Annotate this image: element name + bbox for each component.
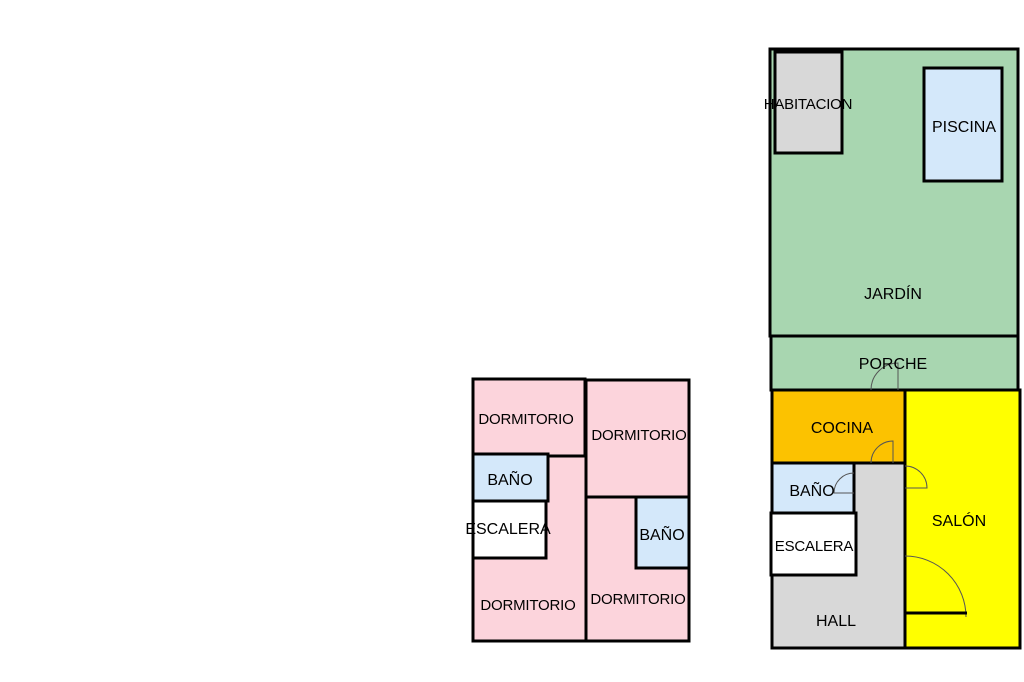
piscina-label: PISCINA <box>932 119 996 136</box>
salon[interactable] <box>903 388 1022 650</box>
cocina-door-icon <box>870 440 894 464</box>
bano-upper-right[interactable] <box>634 495 691 570</box>
escalera-ground[interactable] <box>769 511 858 577</box>
salon-door-icon <box>904 555 967 618</box>
bano-ground-label: BAÑO <box>789 480 834 500</box>
dormitorio-bottom-left-label: DORMITORIO <box>480 597 575 614</box>
dormitorio-bottom-right-label: DORMITORIO <box>590 591 685 608</box>
dormitorio-top-right-label: DORMITORIO <box>591 427 686 444</box>
salon-door-top-icon <box>904 465 928 489</box>
jardin-label: JARDÍN <box>864 284 922 303</box>
hall-label: HALL <box>816 613 856 630</box>
dormitorio-top-left-label: DORMITORIO <box>478 411 573 428</box>
escalera-ground-label: ESCALERA <box>775 538 854 555</box>
porche-door-icon <box>870 362 899 391</box>
bano-upper-left-label: BAÑO <box>487 469 532 489</box>
habitacion-label: HABITACION <box>764 96 853 113</box>
ground-floor-plan: HABITACION PISCINA JARDÍN PORCHE COCINA … <box>764 47 1022 650</box>
porche-label: PORCHE <box>859 356 927 373</box>
bano-door-icon <box>833 472 855 494</box>
upper-floor-plan: DORMITORIO DORMITORIO DORMITORIO DORMITO… <box>465 377 691 643</box>
piscina[interactable] <box>922 66 1004 183</box>
bano-upper-right-label: BAÑO <box>639 524 684 544</box>
cocina-label: COCINA <box>811 420 874 437</box>
habitacion[interactable] <box>773 50 844 155</box>
escalera-upper[interactable] <box>471 499 548 560</box>
escalera-upper-label: ESCALERA <box>465 521 551 538</box>
salon-label: SALÓN <box>932 511 986 530</box>
dormitorio-top-right[interactable] <box>584 378 691 499</box>
